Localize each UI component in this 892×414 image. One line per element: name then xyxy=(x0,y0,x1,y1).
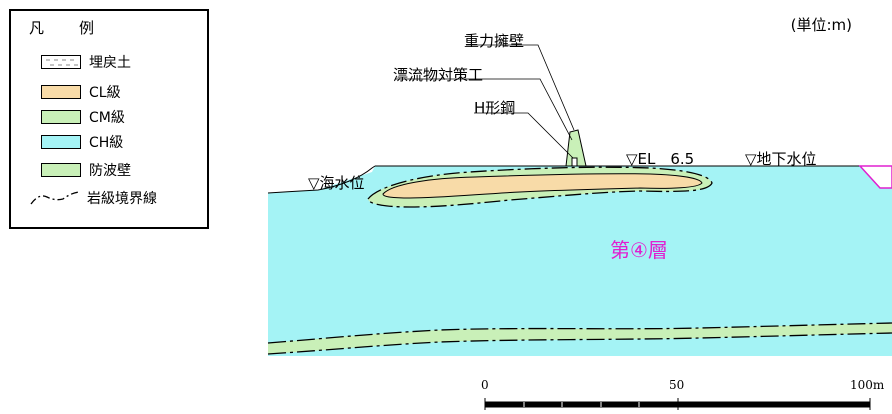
legend-swatch-ch xyxy=(41,135,81,149)
gravity-retaining-wall xyxy=(565,129,587,167)
ch-class-layer xyxy=(268,166,892,356)
scale-label-50: 50 xyxy=(669,378,685,392)
unit-label: (単位:m) xyxy=(790,16,852,34)
leader-h-steel xyxy=(474,112,574,159)
legend-label-seawall: 防波壁 xyxy=(89,163,131,179)
label-groundwater: ▽地下水位 xyxy=(745,150,817,168)
cl-class-lens xyxy=(382,173,703,199)
legend-label-boundary: 岩級境界線 xyxy=(87,191,157,207)
legend-label-cl: CL級 xyxy=(89,85,121,101)
legend-item-ch: CH級 xyxy=(41,133,123,151)
h-steel-pile xyxy=(571,157,578,167)
layer-label: 第④層 xyxy=(610,238,668,262)
label-el: ▽EL 6.5 xyxy=(626,150,695,168)
leader-gravity-wall xyxy=(466,44,575,131)
label-sea-level: ▽海水位 xyxy=(308,174,365,192)
scale-label-100m: 100m xyxy=(850,378,885,392)
legend-item-cm: CM級 xyxy=(41,108,125,126)
legend-label-cm: CM級 xyxy=(89,110,125,126)
legend-swatch-cl xyxy=(41,85,81,99)
legend-box: 凡 例 埋戻土 CL級 CM級 CH級 防波壁 岩級境界線 xyxy=(9,9,209,229)
rock-boundary-line-icon xyxy=(30,191,80,205)
sea-surface-line xyxy=(267,165,376,194)
leader-drift-measures xyxy=(395,78,573,141)
legend-label-ch: CH級 xyxy=(89,135,124,151)
label-gravity-wall: 重力擁壁 xyxy=(464,32,525,50)
legend-swatch-backfill xyxy=(41,55,81,69)
legend-item-boundary: 岩級境界線 xyxy=(29,189,157,207)
rock-boundary-line-lower-bottom xyxy=(267,332,892,355)
label-drift-measures: 漂流物対策工 xyxy=(393,66,484,84)
backfill-right xyxy=(858,165,892,189)
legend-label-backfill: 埋戻土 xyxy=(89,55,131,71)
legend-item-backfill: 埋戻土 xyxy=(41,53,131,71)
legend-swatch-cm xyxy=(41,110,81,124)
rock-boundary-line-lower-top xyxy=(267,322,892,344)
legend-title: 凡 例 xyxy=(29,19,105,37)
scale-bar xyxy=(484,398,871,410)
legend-item-cl: CL級 xyxy=(41,83,121,101)
scale-label-0: 0 xyxy=(481,378,489,392)
legend-swatch-seawall xyxy=(41,163,81,177)
label-h-steel: H形鋼 xyxy=(474,99,516,117)
cm-class-band-lower xyxy=(268,323,892,354)
legend-item-seawall: 防波壁 xyxy=(41,161,131,179)
